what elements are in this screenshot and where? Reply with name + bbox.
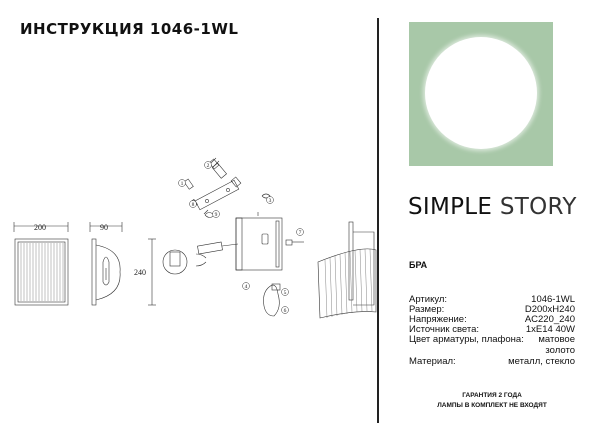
part-callout-5 [281,288,289,296]
socket-detail-circle [162,249,188,275]
lamps-not-included-text: ЛАМПЫ В КОМПЛЕКТ НЕ ВХОДЯТ [437,402,547,409]
depth-label: 90 [100,223,108,232]
spec-label: Цвет арматуры, плафона: [409,334,524,345]
front-view-shade [14,238,69,306]
document-title: ИНСТРУКЦИЯ 1046-1WL [20,20,239,38]
brand-name: SIMPLE STORY [408,194,577,220]
brand-word-simple: SIMPLE [408,194,493,220]
terminal-block [197,241,223,255]
width-label: 200 [34,223,46,232]
part-number-6: 6 [284,308,287,314]
spec-value: D200хH240 [524,304,575,315]
part-callout-9 [212,210,220,218]
part-number-1: 1 [181,181,184,187]
part-number-8: 8 [192,202,195,208]
warranty-text: ГАРАНТИЯ 2 ГОДА [462,392,522,399]
part-callout-7 [296,228,304,236]
spec-label: Напряжение: [409,314,467,325]
assembled-plate [348,221,354,301]
spec-label: Размер: [409,304,445,315]
part-number-2: 2 [207,163,210,169]
brand-word-story: STORY [499,194,577,220]
spec-label: Материал: [409,356,456,367]
spec-label: Источник света: [409,324,480,335]
part-callout-2 [204,161,212,169]
screws-top [208,157,242,188]
part-callout-8 [189,200,197,208]
spec-label: Артикул: [409,294,448,305]
mounting-bar [194,179,240,211]
part-callout-1 [178,179,186,187]
part-callout-3 [266,196,274,204]
height-label: 240 [134,268,146,277]
assembled-shade [317,248,377,319]
part-number-9: 9 [215,212,218,218]
spec-value: металл, стекло [508,356,575,367]
part-number-5: 5 [284,290,287,296]
assembly-drawing: 1 2 3 4 5 6 7 8 9 200 90 240 [13,157,377,319]
spec-value: золото [545,345,575,356]
bulb-drawing [263,284,280,317]
spec-value: 1046-1WL [531,294,575,305]
brand-logo-box [409,22,553,166]
wall-plate [235,217,283,271]
part-number-3: 3 [269,198,272,204]
logo-circle-icon [425,37,537,149]
spec-value: 1хE14 40W [525,324,575,335]
part-callout-4 [242,282,250,290]
spec-value: AC220_240 [524,314,575,325]
warranty-note: ГАРАНТИЯ 2 ГОДА ЛАМПЫ В КОМПЛЕКТ НЕ ВХОД… [409,391,575,411]
product-type: БРА [409,260,428,270]
vertical-divider [377,18,379,423]
part-number-7: 7 [299,230,302,236]
part-callout-6 [281,306,289,314]
side-view-plate [91,238,97,306]
part-number-4: 4 [245,284,248,290]
spec-value: матовое [538,334,575,345]
